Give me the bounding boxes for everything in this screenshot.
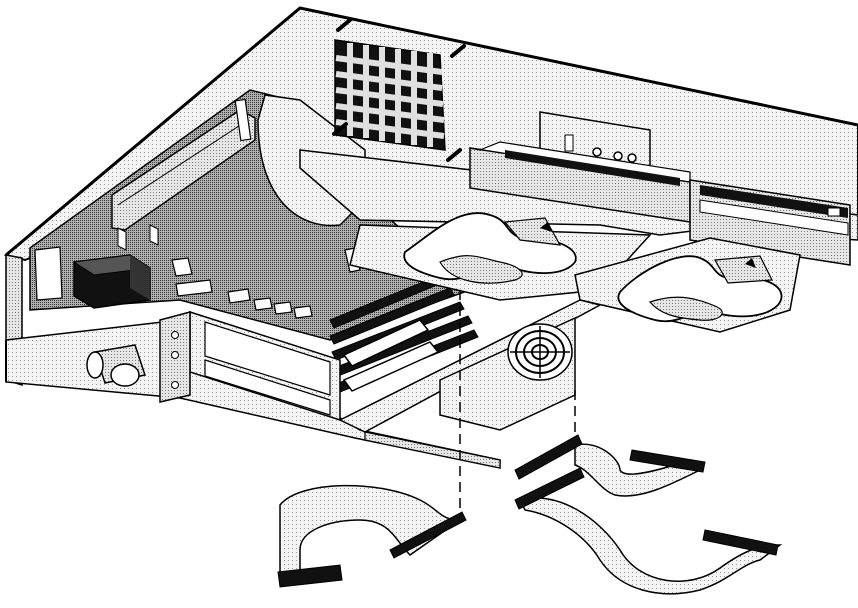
cable-connector: [514, 467, 585, 510]
cpu-block: [72, 254, 152, 309]
drive-tray: [349, 212, 652, 301]
chassis-top-rim: [5, 6, 858, 257]
memory-module: [342, 341, 440, 392]
memory-slots: [329, 274, 479, 393]
board-components: [34, 246, 313, 319]
expansion-bay: [159, 310, 341, 422]
fan-grille-icon: [334, 39, 446, 151]
guide-lines: [459, 290, 576, 520]
cable-connector: [277, 564, 343, 588]
cable-connector: [389, 511, 467, 559]
ribbon-cable-icon: [514, 434, 783, 595]
cable-connector: [702, 529, 779, 556]
drive-cage: [299, 141, 858, 333]
memory-module: [342, 319, 430, 367]
screw-slots: [332, 18, 466, 162]
cable-connector: [629, 449, 706, 473]
fan-icon: [507, 323, 573, 381]
drive-tray: [574, 237, 801, 333]
speaker-icon: [86, 344, 146, 387]
ribbon-cable-icon: [277, 484, 467, 588]
cable-connector: [514, 434, 583, 480]
